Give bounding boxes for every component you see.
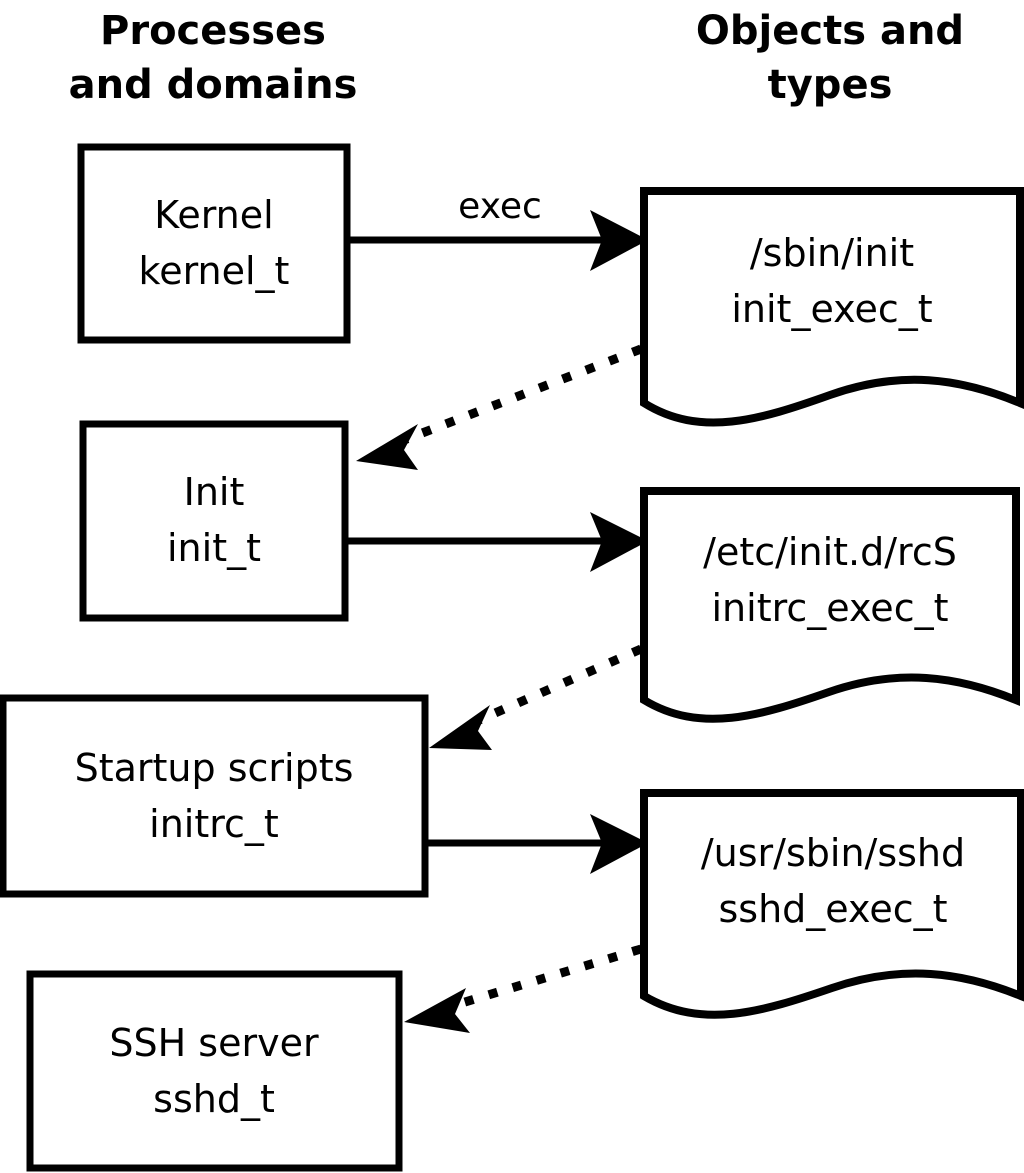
edge-line xyxy=(453,944,643,1010)
document-shape xyxy=(640,487,1020,723)
edge-init-to-initrc-exec xyxy=(348,512,648,572)
column-header-objects: Objects and types xyxy=(696,8,964,108)
object-node-init-exec[interactable]: /sbin/init init_exec_t xyxy=(640,187,1024,427)
edge-line xyxy=(475,644,643,726)
node-name-label: Startup scripts xyxy=(75,746,354,790)
arrow-head-icon xyxy=(590,814,648,874)
node-box xyxy=(0,694,429,898)
edge-init-exec-to-init xyxy=(356,344,643,470)
node-box xyxy=(79,420,349,622)
arrow-head-icon xyxy=(429,705,492,750)
arrow-head-icon xyxy=(590,512,648,572)
process-node-ssh-server[interactable]: SSH server sshd_t xyxy=(26,970,403,1172)
header-left-line2: and domains xyxy=(69,62,358,108)
process-node-kernel[interactable]: Kernel kernel_t xyxy=(77,143,351,344)
document-shape xyxy=(640,789,1024,1019)
document-shape xyxy=(640,187,1024,427)
object-node-sshd-exec[interactable]: /usr/sbin/sshd sshd_exec_t xyxy=(640,789,1024,1019)
node-type-label: init_exec_t xyxy=(731,287,932,331)
node-name-label: Kernel xyxy=(154,193,273,237)
node-name-label: Init xyxy=(184,470,245,514)
header-left-line1: Processes xyxy=(100,8,326,54)
process-node-startup-scripts[interactable]: Startup scripts initrc_t xyxy=(0,694,429,898)
edge-initrc-to-sshd-exec xyxy=(428,814,648,874)
node-path-label: /sbin/init xyxy=(750,231,914,275)
node-type-label: init_t xyxy=(167,526,261,570)
header-right-line1: Objects and xyxy=(696,8,964,54)
header-right-line2: types xyxy=(768,62,893,108)
arrow-head-icon xyxy=(590,210,648,271)
edge-kernel-to-init-exec: exec xyxy=(350,186,648,271)
edge-line xyxy=(402,344,643,445)
node-type-label: kernel_t xyxy=(139,249,290,293)
arrow-head-icon xyxy=(404,988,470,1033)
process-node-init[interactable]: Init init_t xyxy=(79,420,349,622)
node-box xyxy=(77,143,351,344)
arrow-head-icon xyxy=(356,424,418,470)
node-box xyxy=(26,970,403,1172)
node-type-label: initrc_t xyxy=(149,802,279,846)
node-name-label: SSH server xyxy=(109,1021,319,1065)
node-type-label: sshd_t xyxy=(153,1077,275,1121)
edge-sshd-exec-to-sshd xyxy=(404,944,643,1033)
node-path-label: /etc/init.d/rcS xyxy=(703,530,957,574)
edge-label-exec: exec xyxy=(458,186,542,227)
node-type-label: initrc_exec_t xyxy=(712,586,949,630)
edge-initrc-exec-to-initrc xyxy=(429,644,643,750)
node-type-label: sshd_exec_t xyxy=(718,887,947,931)
node-path-label: /usr/sbin/sshd xyxy=(701,831,965,875)
column-header-processes: Processes and domains xyxy=(69,8,358,108)
object-node-initrc-exec[interactable]: /etc/init.d/rcS initrc_exec_t xyxy=(640,487,1020,723)
